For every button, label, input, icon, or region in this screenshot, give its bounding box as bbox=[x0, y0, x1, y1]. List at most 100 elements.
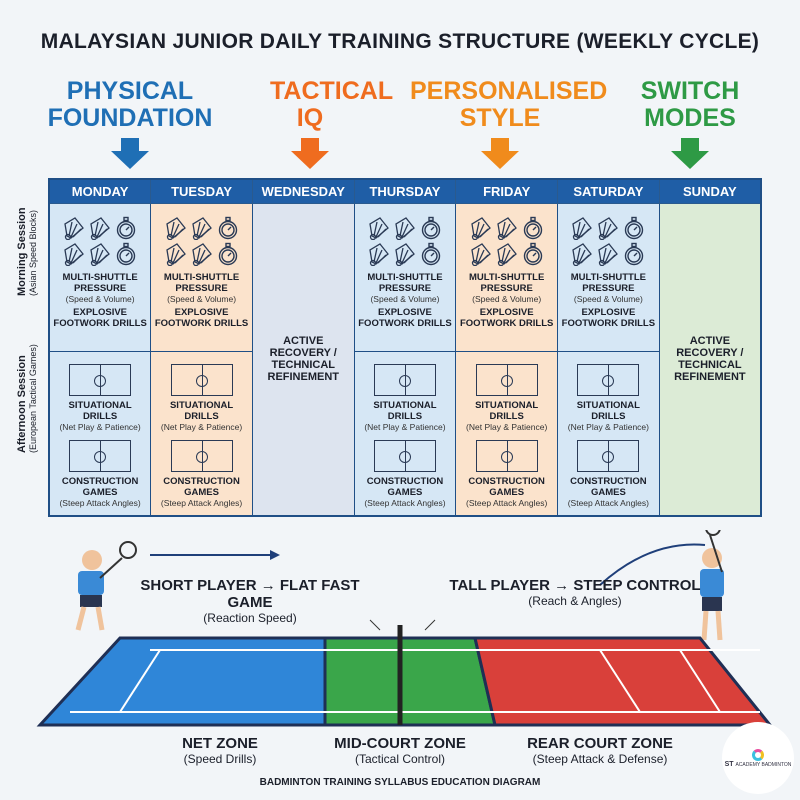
row-label-afternoon: Afternoon Session(European Tactical Game… bbox=[16, 344, 38, 453]
tactical-field-icon bbox=[475, 439, 538, 472]
drill-subtitle: (Steep Attack Angles) bbox=[466, 497, 548, 508]
shuttlecock-icon bbox=[572, 216, 593, 240]
drill-subtitle: (Net Play & Patience) bbox=[466, 421, 548, 432]
shuttlecock-icon bbox=[395, 242, 415, 266]
weekly-schedule-table: MONDAY TUESDAY WEDNESDAY THURSDAY FRIDAY… bbox=[48, 178, 762, 517]
steep-trajectory-arrow bbox=[599, 543, 706, 586]
afternoon-session-cell: SITUATIONAL DRILLS(Net Play & Patience) C… bbox=[353, 350, 457, 516]
drill-subtitle: (Steep Attack Angles) bbox=[364, 497, 446, 508]
drill-subtitle: (Speed & Volume) bbox=[370, 293, 440, 304]
mid-court-zone-label: MID-COURT ZONE(Tactical Control) bbox=[334, 735, 466, 766]
stopwatch-icon bbox=[421, 216, 441, 239]
logo-emblem-icon bbox=[752, 748, 764, 761]
shuttlecock-icon bbox=[470, 216, 491, 240]
drill-title: EXPLOSIVE FOOTWORK DRILLS bbox=[358, 306, 452, 329]
drill-title: SITUATIONAL DRILLS bbox=[576, 399, 640, 422]
drill-subtitle: (Net Play & Patience) bbox=[160, 421, 243, 432]
afternoon-session-cell: SITUATIONAL DRILLS(Net Play & Patience)C… bbox=[48, 350, 152, 516]
shuttlecock-icon bbox=[191, 242, 212, 266]
stopwatch-icon bbox=[523, 216, 542, 239]
morning-session-cell: MULTI-SHUTTLE PRESSURE(Speed & Volume) EX… bbox=[353, 202, 457, 352]
shuttlecock-icon bbox=[496, 242, 517, 266]
day-header: SATURDAY bbox=[557, 178, 660, 204]
drill-title: CONSTRUCTION GAMES bbox=[570, 475, 647, 498]
tactical-field-icon bbox=[577, 363, 640, 396]
shuttlecock-icon bbox=[90, 242, 110, 266]
tactical-field-icon bbox=[373, 439, 436, 472]
drill-subtitle: (Speed & Volume) bbox=[167, 293, 237, 304]
drill-title: CONSTRUCTION GAMES bbox=[163, 475, 240, 498]
academy-logo: ST ACADEMY BADMINTON bbox=[722, 722, 794, 794]
racket-icon bbox=[119, 541, 137, 559]
drill-title: EXPLOSIVE FOOTWORK DRILLS bbox=[561, 306, 656, 329]
short-player-icon bbox=[82, 550, 102, 570]
court-diagram bbox=[36, 530, 774, 727]
drill-subtitle: (Net Play & Patience) bbox=[567, 421, 649, 432]
day-header: TUESDAY bbox=[150, 178, 253, 204]
tactical-field-icon bbox=[373, 363, 436, 396]
tactical-field-icon bbox=[475, 363, 538, 396]
tall-player-icon bbox=[702, 548, 722, 568]
short-player-label: SHORT PLAYER → FLAT FAST GAME(Reaction S… bbox=[140, 577, 360, 625]
morning-session-cell: MULTI-SHUTTLE PRESSURE(Speed & Volume)EX… bbox=[455, 202, 559, 352]
pillar-personalised-style: PERSONALISED STYLE bbox=[410, 77, 608, 132]
day-header: MONDAY bbox=[48, 178, 152, 204]
stopwatch-icon bbox=[116, 242, 136, 265]
tactical-field-icon bbox=[69, 363, 132, 396]
day-header: THURSDAY bbox=[353, 178, 457, 204]
rest-day-cell: ACTIVE RECOVERY / TECHNICAL REFINEMENT bbox=[658, 202, 762, 516]
shuttlecock-icon bbox=[369, 216, 389, 240]
tall-player-label: TALL PLAYER → STEEP CONTROL(Reach & Angl… bbox=[449, 577, 701, 608]
shuttlecock-icon bbox=[165, 242, 186, 266]
day-header: SUNDAY bbox=[658, 178, 762, 204]
stopwatch-icon bbox=[625, 242, 644, 265]
row-label-morning: Morning Session(Asian Speed Blocks) bbox=[16, 207, 38, 296]
shuttlecock-icon bbox=[64, 216, 84, 240]
page-title: MALAYSIAN JUNIOR DAILY TRAINING STRUCTUR… bbox=[40, 30, 760, 53]
drill-title: EXPLOSIVE FOOTWORK DRILLS bbox=[154, 306, 249, 329]
drill-title: MULTI-SHUTTLE PRESSURE bbox=[163, 271, 240, 294]
shuttlecock-icon bbox=[395, 216, 415, 240]
pillar-physical-foundation: PHYSICAL FOUNDATION bbox=[47, 77, 213, 132]
rest-day-cell: ACTIVE RECOVERY / TECHNICAL REFINEMENT bbox=[251, 202, 355, 516]
footer-caption: BADMINTON TRAINING SYLLABUS EDUCATION DI… bbox=[259, 777, 541, 788]
afternoon-session-cell: SITUATIONAL DRILLS(Net Play & Patience)C… bbox=[150, 350, 253, 516]
afternoon-session-cell: SITUATIONAL DRILLS(Net Play & Patience) C… bbox=[557, 350, 660, 516]
stopwatch-icon bbox=[421, 242, 441, 265]
stopwatch-icon bbox=[625, 216, 644, 239]
net-zone-label: NET ZONE(Speed Drills) bbox=[182, 735, 258, 766]
drill-subtitle: (Speed & Volume) bbox=[472, 293, 542, 304]
shuttlecock-icon bbox=[598, 242, 619, 266]
drill-subtitle: (Net Play & Patience) bbox=[364, 421, 446, 432]
morning-session-cell: MULTI-SHUTTLE PRESSURE(Speed & Volume) EX… bbox=[150, 202, 253, 352]
day-header: WEDNESDAY bbox=[251, 178, 355, 204]
drill-subtitle: (Speed & Volume) bbox=[573, 293, 643, 304]
drill-title: CONSTRUCTION GAMES bbox=[366, 475, 444, 498]
shuttlecock-icon bbox=[191, 216, 212, 240]
rear-court-zone-label: REAR COURT ZONE(Steep Attack & Defense) bbox=[527, 735, 673, 766]
drill-title: EXPLOSIVE FOOTWORK DRILLS bbox=[53, 306, 147, 329]
shuttlecock-icon bbox=[165, 216, 186, 240]
shuttlecock-icon bbox=[598, 216, 619, 240]
shuttlecock-icon bbox=[90, 216, 110, 240]
drill-title: SITUATIONAL DRILLS bbox=[68, 399, 132, 422]
drill-title: MULTI-SHUTTLE PRESSURE bbox=[367, 271, 443, 294]
tactical-field-icon bbox=[170, 439, 233, 472]
tactical-field-icon bbox=[69, 439, 132, 472]
short-player-icon bbox=[78, 571, 104, 595]
drill-subtitle: (Steep Attack Angles) bbox=[59, 497, 141, 508]
stopwatch-icon bbox=[218, 242, 237, 265]
stopwatch-icon bbox=[523, 242, 542, 265]
pillar-tactical-iq: TACTICAL IQ bbox=[270, 77, 394, 132]
day-header: FRIDAY bbox=[455, 178, 559, 204]
shuttlecock-icon bbox=[369, 242, 389, 266]
drill-subtitle: (Steep Attack Angles) bbox=[567, 497, 649, 508]
drill-title: MULTI-SHUTTLE PRESSURE bbox=[62, 271, 138, 294]
morning-session-cell: MULTI-SHUTTLE PRESSURE(Speed & Volume) EX… bbox=[557, 202, 660, 352]
drill-subtitle: (Steep Attack Angles) bbox=[160, 497, 243, 508]
drill-title: CONSTRUCTION GAMES bbox=[61, 475, 139, 498]
afternoon-session-cell: SITUATIONAL DRILLS(Net Play & Patience)C… bbox=[455, 350, 559, 516]
drill-title: SITUATIONAL DRILLS bbox=[373, 399, 437, 422]
drill-title: MULTI-SHUTTLE PRESSURE bbox=[570, 271, 646, 294]
pillar-switch-modes: SWITCH MODES bbox=[640, 77, 740, 132]
